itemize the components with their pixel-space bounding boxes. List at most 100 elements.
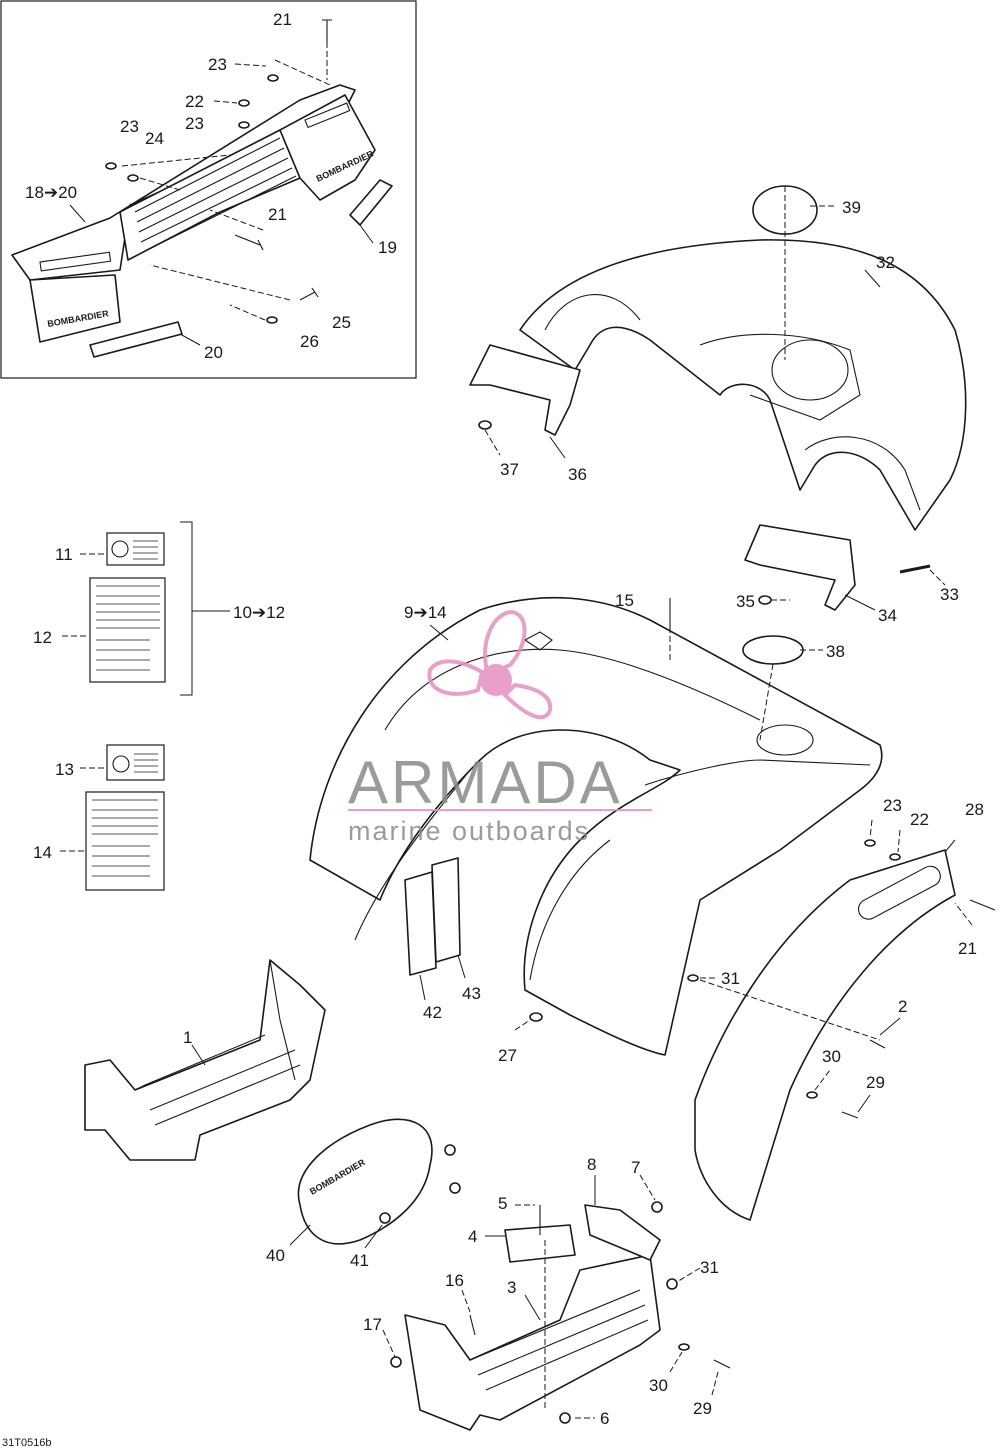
callout-8: 8: [587, 1155, 596, 1174]
bin-corner: [269, 959, 296, 1081]
panel-42: [404, 871, 437, 976]
callout-41: 41: [350, 1251, 369, 1270]
nut-31-lower: [666, 1278, 678, 1290]
callout-13: 13: [55, 760, 74, 779]
callout-21-mid: 21: [268, 205, 287, 224]
callout-18-20: 18➔20: [25, 183, 77, 202]
plate-4: [504, 1224, 576, 1263]
nut-7: [651, 1201, 663, 1213]
washer-30: [806, 1091, 818, 1099]
callout-35: 35: [736, 592, 755, 611]
callout-26: 26: [300, 332, 319, 351]
callout-36: 36: [568, 465, 587, 484]
fender-arch-right: [804, 436, 921, 511]
footrest-leaders: [382, 1174, 719, 1419]
washer-22-right: [889, 853, 901, 861]
footrest-assembly: 8 7 5 4 31 16 3 17 30 29 6: [363, 1155, 731, 1431]
decal-strip-19: [349, 179, 393, 226]
front-fender-assembly: 9➔14 15 38 23 22 28 21 31 43 42 27 2 30 …: [309, 591, 996, 1221]
nut-41b: [449, 1182, 461, 1194]
screw-16: [469, 1314, 476, 1336]
callout-40: 40: [266, 1246, 285, 1265]
decal-12: [89, 577, 166, 683]
rear-leaders: [484, 186, 946, 611]
grille-right-slot: [304, 102, 351, 129]
washer-23-top: [267, 74, 279, 82]
callout-38: 38: [826, 642, 845, 661]
callout-19: 19: [378, 238, 397, 257]
inset-front-grille: BOMBARDIER BOMBARDIER: [0, 0, 417, 379]
fender-storage-hole: [771, 339, 849, 401]
decal-13: [106, 744, 165, 781]
decal-14: [85, 791, 165, 891]
callout-31-right: 31: [721, 969, 740, 988]
bin-rim: [134, 1034, 266, 1091]
callout-27: 27: [498, 1046, 517, 1065]
callout-10-12: 10➔12: [233, 603, 285, 622]
callout-25: 25: [332, 313, 351, 332]
rear-fender-32: [519, 239, 967, 531]
watermark-logo-icon: [427, 609, 553, 720]
bracket-36: [469, 344, 581, 436]
callout-23-right: 23: [883, 796, 902, 815]
fender-left-edge: [354, 769, 471, 941]
inset-fasteners: [105, 19, 332, 324]
callout-43: 43: [462, 984, 481, 1003]
decal-11: [106, 532, 165, 566]
callout-31-lower: 31: [700, 1258, 719, 1277]
inset-frame: [0, 0, 417, 379]
bin-rib-2: [154, 1064, 301, 1126]
washer-30-lower: [678, 1343, 690, 1351]
callout-23-top: 23: [208, 55, 227, 74]
screw-29: [841, 1111, 859, 1119]
grille-right-cheek: [279, 94, 376, 201]
nut-31: [687, 974, 699, 982]
watermark-tagline: marine outboards: [348, 816, 590, 846]
callout-21-top: 21: [273, 10, 292, 29]
screw-21-top: [322, 19, 332, 42]
fender-small-plug: [523, 631, 553, 651]
screw-21-mid: [234, 234, 264, 251]
callout-4: 4: [468, 1227, 477, 1246]
washer-23-mid: [238, 121, 250, 129]
fender-inner-edge: [529, 839, 611, 981]
clip-33: [899, 564, 931, 574]
fender-cap-hole: [756, 724, 814, 756]
callout-1: 1: [183, 1028, 192, 1047]
diagram-reference-code: 31T0516b: [2, 1437, 52, 1449]
callout-2: 2: [898, 997, 907, 1016]
washer-23-right: [864, 839, 876, 847]
callout-33: 33: [940, 585, 959, 604]
footrest-3: [404, 1254, 661, 1431]
screw-21-right: [969, 899, 996, 911]
side-panel-28: [694, 849, 956, 1221]
storage-bin-assembly: 1: [84, 959, 326, 1161]
rear-fender-assembly: 39 32 37 36 35 34 33: [469, 185, 967, 625]
footrest-rib-3: [485, 1319, 649, 1391]
screw-2: [869, 1039, 886, 1049]
callout-3: 3: [507, 1278, 516, 1297]
callout-17: 17: [363, 1315, 382, 1334]
callout-11: 11: [55, 545, 73, 564]
bracket-8: [584, 1204, 661, 1261]
callout-5: 5: [498, 1194, 507, 1213]
fender-arch-left: [544, 294, 641, 331]
callout-37: 37: [500, 460, 519, 479]
fender-seat-rim: [644, 759, 871, 786]
callout-28: 28: [965, 800, 984, 819]
nut-41a: [444, 1144, 456, 1156]
decal-bracket: [180, 521, 193, 696]
decal-set: 11 12 10➔12 13 14: [33, 521, 285, 891]
grille-left-panel: [29, 274, 121, 343]
callout-12: 12: [33, 628, 52, 647]
footrest-rib-2: [477, 1304, 646, 1376]
callout-22-right: 22: [910, 810, 929, 829]
washer-24: [127, 174, 139, 182]
fender-seat-area: [699, 333, 861, 421]
bin-rib-1: [149, 1049, 296, 1111]
callout-21-right: 21: [958, 939, 977, 958]
side-panel-slot: [857, 865, 941, 920]
callout-39: 39: [842, 198, 861, 217]
